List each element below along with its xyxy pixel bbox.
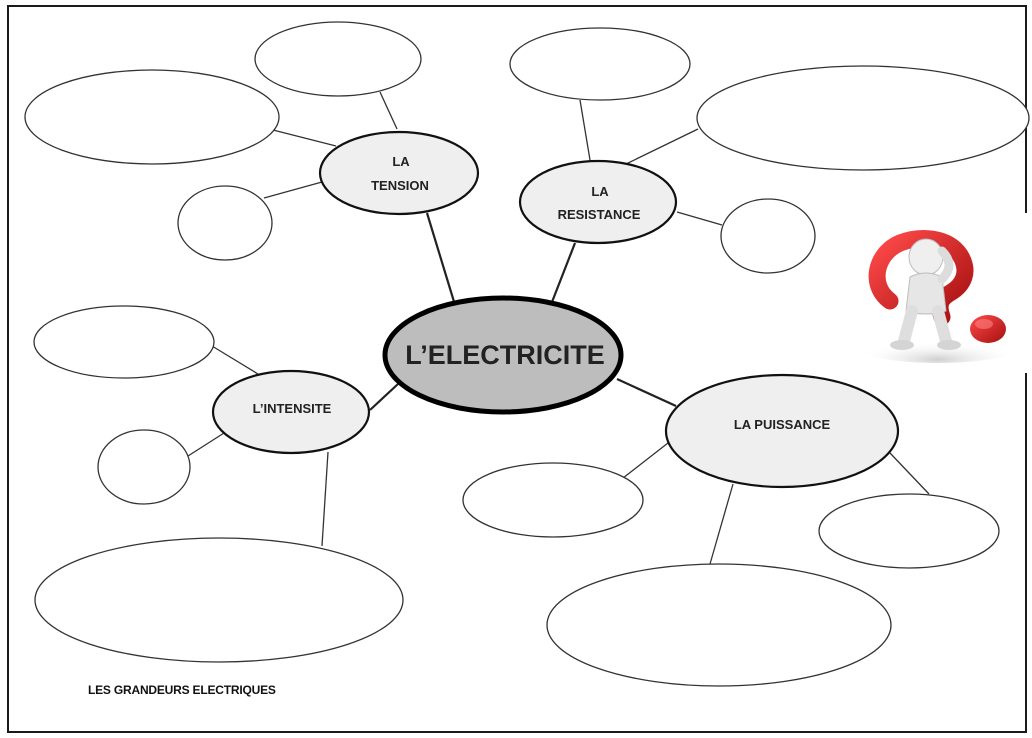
node-intensite-label: L’INTENSITE (253, 401, 332, 416)
link-puissance-blank-right (889, 452, 930, 495)
blank-puissance-left[interactable] (462, 462, 644, 538)
node-resistance: LA RESISTANCE (518, 159, 678, 245)
node-tension-label-line1: LA (392, 154, 410, 169)
blank-puissance-right[interactable] (818, 493, 1000, 569)
link-tension-blank-small (263, 181, 323, 199)
link-resistance-blank-small (676, 211, 723, 226)
blank-puissance-bottom[interactable] (546, 563, 892, 687)
node-tension-label-line2: TENSION (371, 178, 429, 193)
link-center-puissance (616, 377, 677, 408)
central-node: L’ELECTRICITE (382, 295, 624, 415)
link-resistance-blank-top (579, 99, 591, 161)
blank-resistance-right[interactable] (696, 65, 1030, 171)
blank-intensite-bottom[interactable] (34, 537, 404, 663)
blank-intensite-top[interactable] (33, 305, 215, 379)
central-node-label: L’ELECTRICITE (405, 340, 605, 370)
link-center-resistance (550, 242, 577, 303)
node-intensite: L’INTENSITE (211, 369, 371, 455)
blank-tension-top[interactable] (254, 21, 422, 97)
node-puissance: LA PUISSANCE (664, 373, 900, 489)
blank-resistance-top[interactable] (509, 27, 691, 101)
link-intensite-blank-top (211, 345, 259, 375)
node-resistance-label-line2: RESISTANCE (558, 207, 641, 222)
link-tension-blank-top (379, 91, 398, 130)
node-tension: LA TENSION (318, 130, 480, 216)
link-resistance-blank-right (623, 128, 699, 166)
node-resistance-label-line1: LA (591, 184, 609, 199)
link-puissance-blank-left (622, 442, 669, 479)
link-intensite-blank-small (187, 432, 225, 457)
link-tension-blank-left (272, 129, 337, 147)
link-puissance-blank-bottom (709, 483, 734, 565)
blank-resistance-small[interactable] (720, 198, 816, 274)
link-intensite-blank-bottom (321, 451, 329, 547)
blank-intensite-small[interactable] (97, 429, 191, 505)
worksheet-caption: LES GRANDEURS ELECTRIQUES (88, 683, 276, 697)
node-puissance-label: LA PUISSANCE (734, 417, 831, 432)
link-center-tension (425, 212, 457, 306)
thinking-figure-question-mark-icon (838, 213, 1028, 373)
link-center-intensite (369, 383, 399, 411)
blank-tension-small[interactable] (177, 185, 273, 261)
blank-tension-left[interactable] (24, 69, 280, 165)
